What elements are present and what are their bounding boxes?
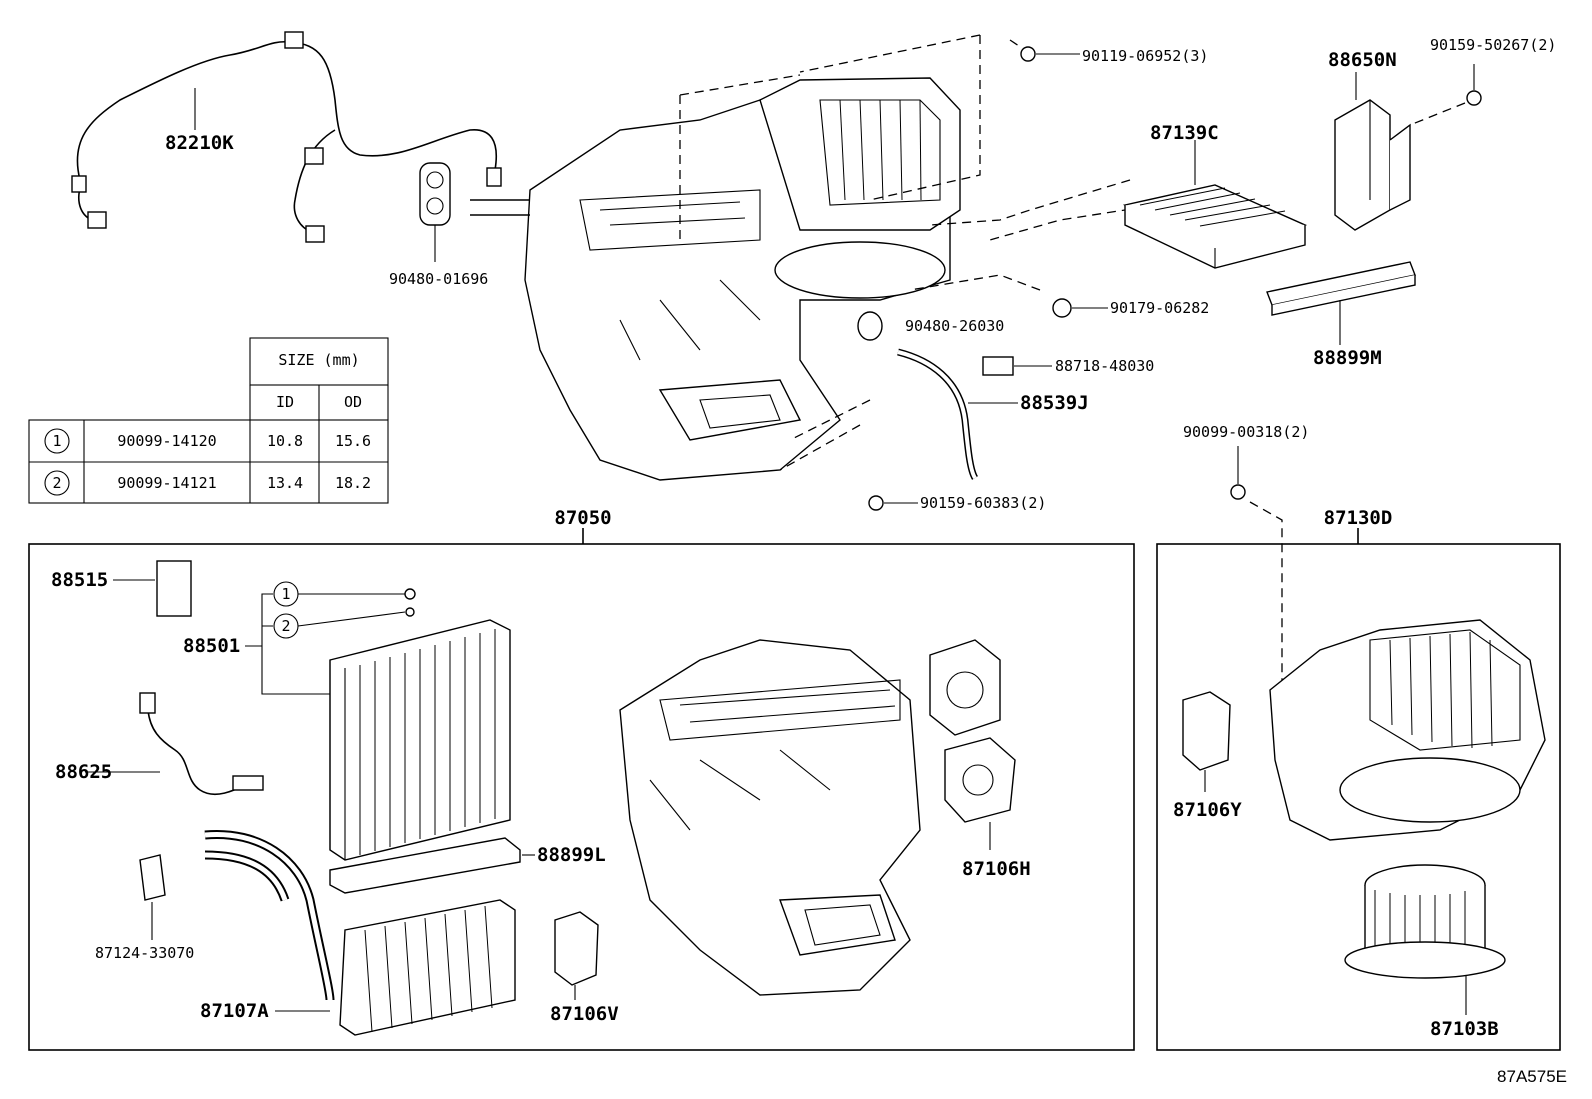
size-table-id: 13.4 [267, 474, 303, 492]
part-label-87106H: 87106H [962, 858, 1031, 880]
part-label-88539J: 88539J [1020, 392, 1089, 414]
actuator-v-illustration [554, 911, 599, 986]
assembly-87050-frame [28, 543, 1135, 1051]
part-label-88625: 88625 [55, 761, 112, 783]
bolt-illustration [1466, 90, 1482, 106]
hvac-unit-illustration [470, 77, 961, 481]
size-table-col-od: OD [344, 393, 362, 411]
oring-mark-1: 1 [281, 585, 290, 603]
heater-core-illustration [204, 829, 516, 1036]
grommet-small-illustration [857, 311, 883, 341]
control-module-illustration [1334, 99, 1411, 231]
size-table-mark: 2 [52, 474, 61, 492]
expansion-valve-illustration [156, 560, 192, 617]
part-label-82210K: 82210K [165, 132, 234, 154]
size-table: SIZE (mm) ID OD 1 90099-14120 10.8 15.6 … [28, 337, 389, 504]
screw-right-illustration [1230, 484, 1246, 500]
screw-lower-illustration [868, 495, 884, 511]
actuator-h-illustration [929, 639, 1016, 823]
nut-illustration [1052, 298, 1072, 318]
actuator-y-illustration [1182, 691, 1231, 771]
part-label-90480-26030: 90480-26030 [905, 317, 1004, 335]
part-label-88501: 88501 [183, 635, 240, 657]
part-label-88899L: 88899L [537, 844, 606, 866]
part-label-87106V: 87106V [550, 1003, 619, 1025]
size-table-header: SIZE (mm) [278, 351, 359, 369]
evaporator-illustration [329, 619, 511, 861]
part-label-90159-60383: 90159-60383(2) [920, 494, 1046, 512]
blower-motor-illustration [1344, 864, 1506, 979]
seal-illustration [329, 837, 521, 894]
blower-case-illustration [1269, 619, 1546, 841]
part-label-88515: 88515 [51, 569, 108, 591]
screw-illustration [1009, 39, 1036, 62]
part-label-88718-48030: 88718-48030 [1055, 357, 1154, 375]
part-label-87106Y: 87106Y [1173, 799, 1242, 821]
part-label-90159-50267: 90159-50267(2) [1430, 36, 1556, 54]
part-label-87124-33070: 87124-33070 [95, 944, 194, 962]
part-label-90480-01696: 90480-01696 [389, 270, 488, 288]
size-table-col-id: ID [276, 393, 294, 411]
cabin-filter-illustration [1122, 184, 1308, 269]
size-table-mark: 1 [52, 432, 61, 450]
duct-illustration [1266, 261, 1416, 316]
size-table-part: 90099-14120 [117, 432, 216, 450]
sensor-illustration [982, 356, 1014, 376]
part-label-87130D: 87130D [1324, 507, 1393, 529]
grommet-illustration [419, 162, 451, 226]
part-label-90099-00318: 90099-00318(2) [1183, 423, 1309, 441]
size-table-od: 15.6 [335, 432, 371, 450]
hvac-case-illustration [619, 639, 921, 996]
part-label-90119-06952: 90119-06952(3) [1082, 47, 1208, 65]
part-label-87107A: 87107A [200, 1000, 269, 1022]
size-table-od: 18.2 [335, 474, 371, 492]
size-table-part: 90099-14121 [117, 474, 216, 492]
part-label-88650N: 88650N [1328, 49, 1397, 71]
part-label-90179-06282: 90179-06282 [1110, 299, 1209, 317]
part-label-87050: 87050 [554, 507, 611, 529]
bracket-illustration [139, 854, 166, 901]
part-label-87139C: 87139C [1150, 122, 1219, 144]
wire-harness-illustration [71, 31, 502, 243]
diagram-code: 87A575E [1497, 1067, 1567, 1086]
part-label-87103B: 87103B [1430, 1018, 1499, 1040]
oring-mark-2: 2 [281, 617, 290, 635]
part-label-88899M: 88899M [1313, 347, 1382, 369]
size-table-id: 10.8 [267, 432, 303, 450]
